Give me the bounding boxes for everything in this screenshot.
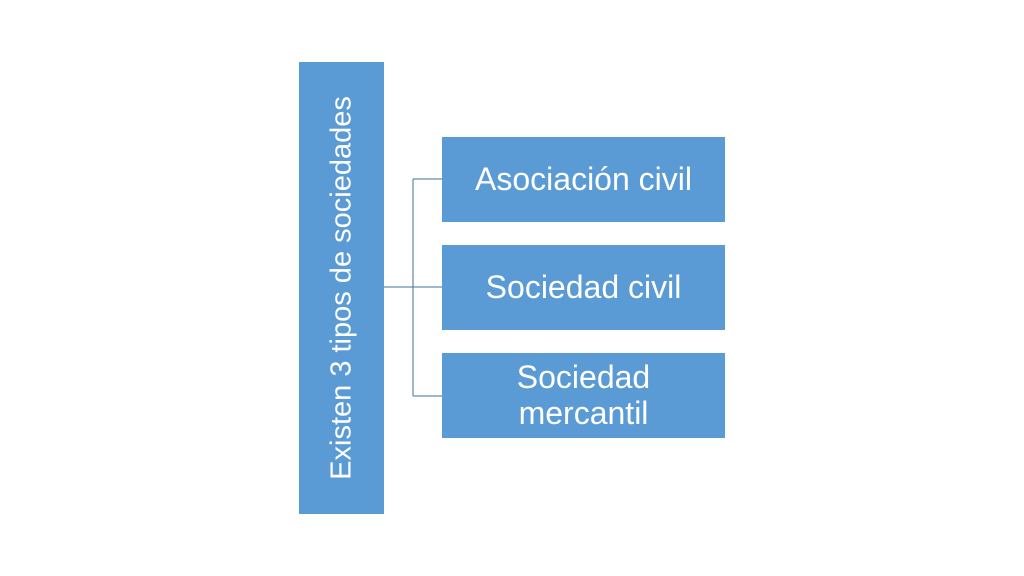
- child-node-sociedad-civil: Sociedad civil: [442, 245, 725, 330]
- child-node-asociacion-civil: Asociación civil: [442, 137, 725, 222]
- root-node: Existen 3 tipos de sociedades: [299, 62, 384, 514]
- child-node-label: Asociación civil: [475, 160, 692, 197]
- child-node-label: Sociedad mercantil: [516, 359, 651, 431]
- child-node-sociedad-mercantil: Sociedad mercantil: [442, 353, 725, 438]
- child-node-label: Sociedad civil: [485, 268, 682, 305]
